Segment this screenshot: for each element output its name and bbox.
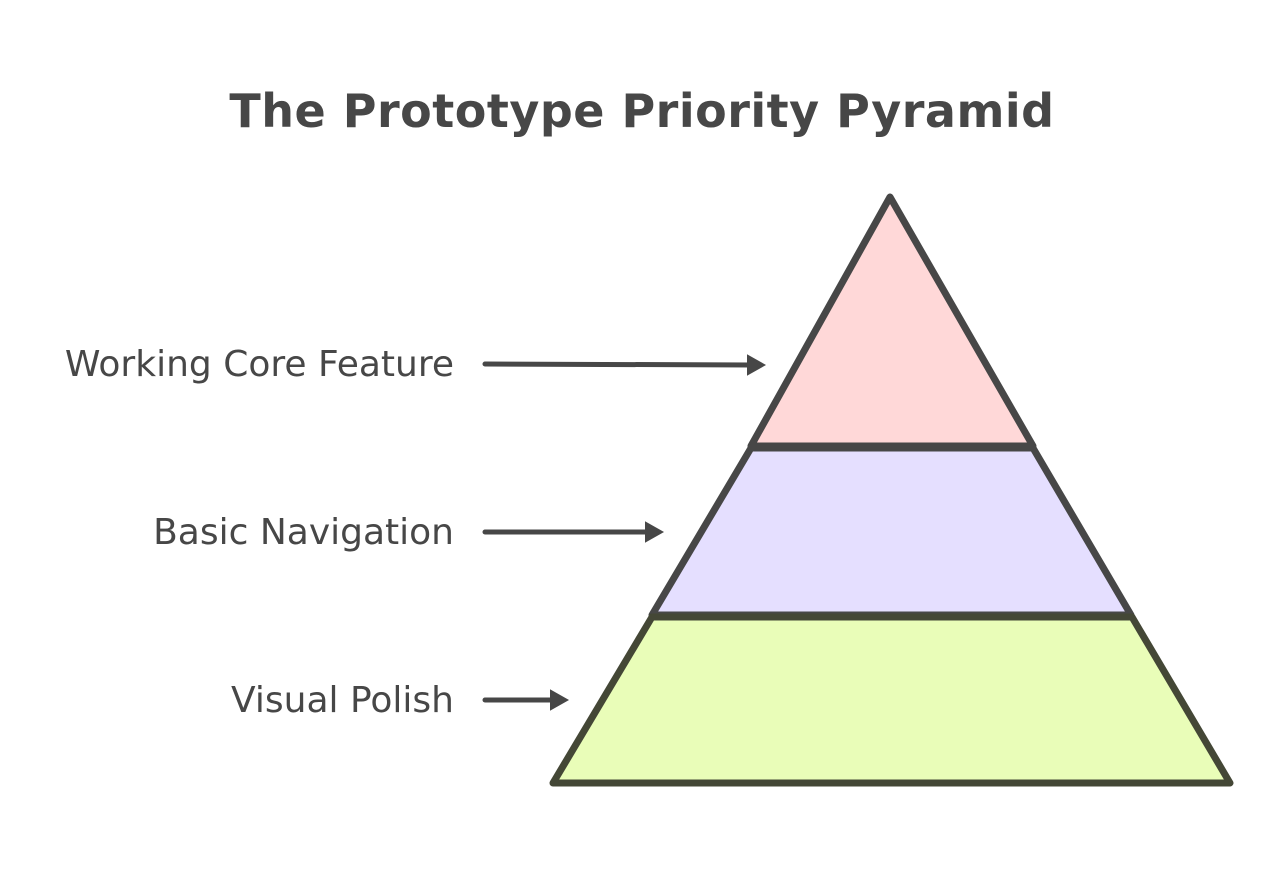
pyramid-level-top [752,200,1032,446]
pyramid-level-bottom [556,618,1228,782]
arrow-icon-visual-polish [482,689,570,711]
pyramid-level-middle [654,450,1130,612]
arrow-icon-working-core [482,354,767,376]
label-visual-polish: Visual Polish [231,680,454,721]
label-basic-navigation: Basic Navigation [153,512,454,553]
diagram-title: The Prototype Priority Pyramid [229,84,1055,138]
arrow-icon-basic-navigation [482,521,665,543]
label-working-core-feature: Working Core Feature [64,344,454,385]
pyramid-bottom-outline [549,613,1234,787]
